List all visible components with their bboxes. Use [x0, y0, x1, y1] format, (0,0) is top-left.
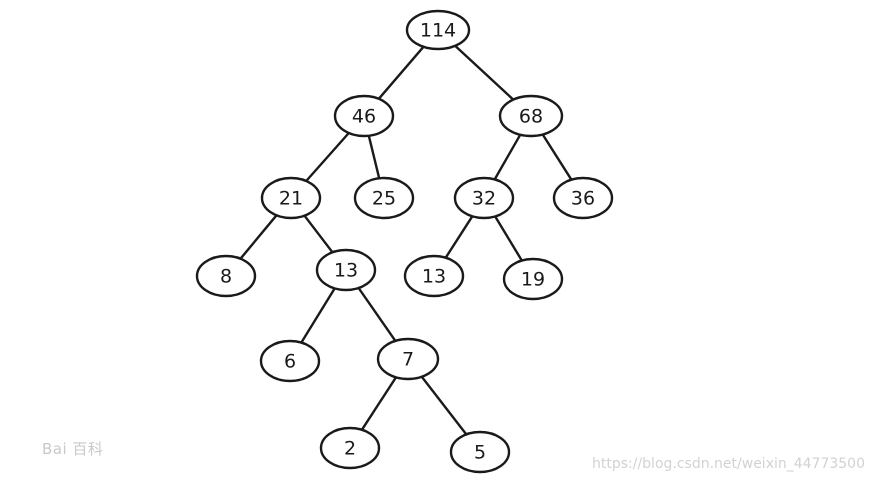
node-ellipse [403, 254, 465, 298]
edge-n32-n13b [444, 215, 474, 259]
node-ellipse [449, 430, 511, 474]
edge-n68-n36 [541, 133, 573, 181]
node-label: 114 [420, 20, 456, 42]
csdn-url-watermark: https://blog.csdn.net/weixin_44773500 [591, 456, 865, 472]
node-label: 8 [220, 266, 232, 288]
node-ellipse [502, 257, 564, 301]
baidu-watermark: Bai 百科 [42, 440, 104, 458]
node-ellipse [405, 9, 471, 51]
tree-node-n5: 5 [449, 430, 511, 474]
edge-n7-n5 [420, 375, 468, 436]
tree-node-n13b: 13 [403, 254, 465, 298]
edge-n21-n13a [303, 214, 334, 254]
node-label: 5 [474, 442, 486, 464]
node-label: 46 [352, 106, 376, 128]
edge-n114-n68 [453, 44, 515, 101]
edge-n68-n32 [493, 133, 522, 181]
node-ellipse [319, 426, 381, 470]
edge-n13a-n6 [300, 287, 336, 344]
node-label: 68 [519, 106, 543, 128]
node-label: 19 [521, 269, 545, 291]
tree-node-n21: 21 [260, 176, 322, 220]
node-label: 36 [571, 188, 595, 210]
node-label: 32 [472, 188, 496, 210]
tree-node-n68: 68 [498, 94, 564, 138]
node-ellipse [333, 94, 395, 138]
node-label: 2 [344, 438, 356, 460]
edge-n7-n2 [360, 376, 398, 431]
tree-node-n114: 114 [405, 9, 471, 51]
node-ellipse [353, 176, 415, 220]
node-label: 13 [334, 260, 358, 282]
tree-node-n25: 25 [353, 176, 415, 220]
tree-node-n13a: 13 [315, 248, 377, 292]
edge-n13a-n7 [357, 286, 397, 343]
tree-node-n19: 19 [502, 257, 564, 301]
edge-n46-n21 [305, 131, 350, 183]
tree-edges [239, 44, 573, 436]
node-ellipse [195, 254, 257, 298]
node-label: 25 [372, 188, 396, 210]
edge-n114-n46 [377, 45, 425, 101]
node-ellipse [260, 176, 322, 220]
edge-n32-n19 [494, 215, 523, 262]
node-label: 7 [402, 349, 414, 371]
node-label: 21 [279, 188, 303, 210]
node-label: 13 [422, 266, 446, 288]
node-ellipse [453, 176, 515, 220]
node-ellipse [376, 337, 440, 381]
edge-n21-n8 [239, 214, 278, 260]
node-ellipse [498, 94, 564, 138]
node-ellipse [315, 248, 377, 292]
node-label: 6 [284, 351, 296, 373]
tree-node-n36: 36 [552, 176, 614, 220]
tree-node-n8: 8 [195, 254, 257, 298]
tree-node-n6: 6 [259, 339, 321, 383]
node-ellipse [552, 176, 614, 220]
edge-n46-n25 [367, 134, 381, 180]
tree-node-n46: 46 [333, 94, 395, 138]
tree-node-n2: 2 [319, 426, 381, 470]
tree-node-n7: 7 [376, 337, 440, 381]
tree-node-n32: 32 [453, 176, 515, 220]
node-ellipse [259, 339, 321, 383]
